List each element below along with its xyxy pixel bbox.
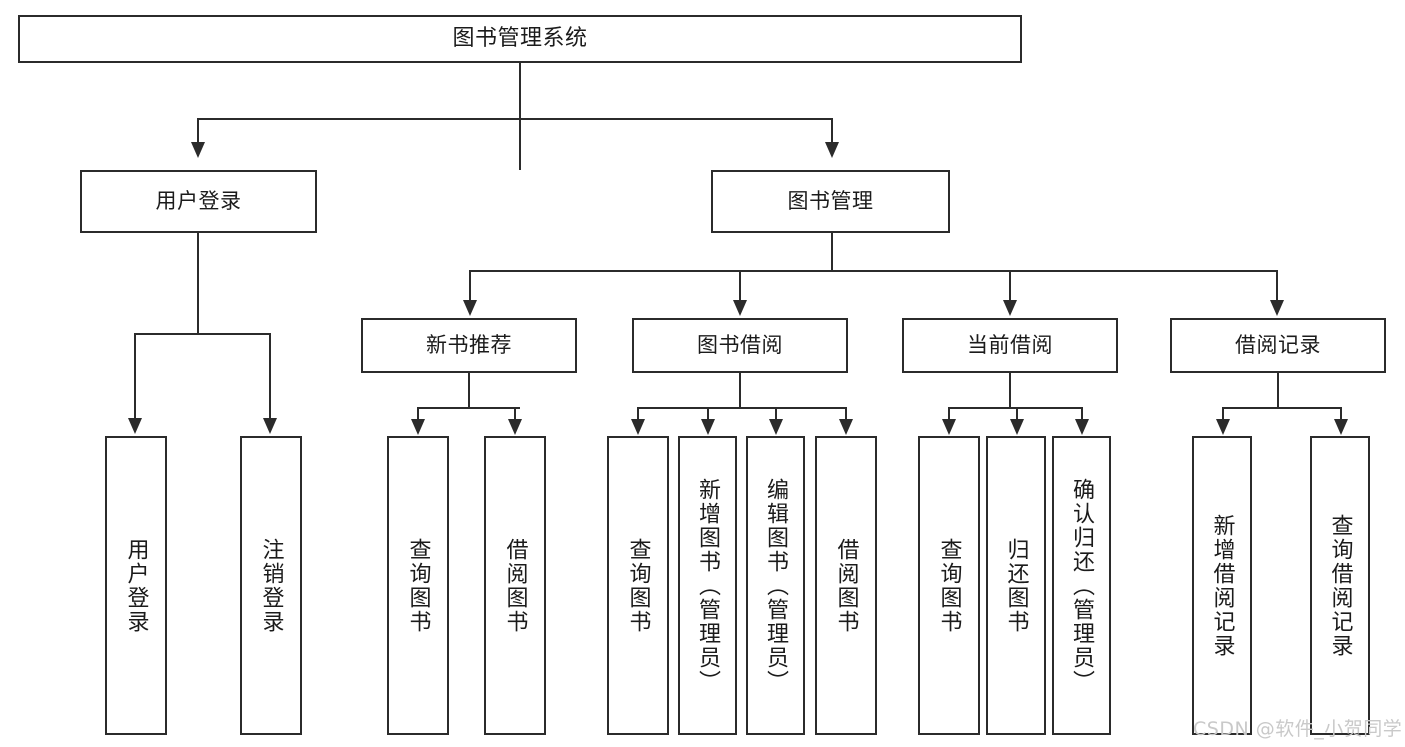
connector-current-borrow-bar — [948, 407, 1082, 409]
node-leaf-query-book-2-label: 查询图书 — [625, 537, 651, 634]
node-leaf-logout-login-label: 注销登录 — [258, 537, 284, 634]
arrow-to-leaf-borrow-book-2 — [839, 419, 853, 435]
arrow-to-leaf-logout-login — [263, 418, 277, 434]
node-leaf-confirm-return-label: 确认归还（管理员） — [1069, 477, 1095, 694]
node-leaf-query-record-label: 查询借阅记录 — [1327, 513, 1353, 658]
node-user-login[interactable]: 用户登录 — [80, 170, 317, 233]
node-leaf-logout-login[interactable]: 注销登录 — [240, 436, 302, 735]
arrow-to-leaf-query-book-3 — [942, 419, 956, 435]
node-leaf-borrow-book-2-label: 借阅图书 — [833, 537, 859, 634]
node-leaf-add-record[interactable]: 新增借阅记录 — [1192, 436, 1252, 735]
node-leaf-return-book[interactable]: 归还图书 — [986, 436, 1046, 735]
connector-drop-leaf-query-book-1 — [417, 407, 419, 421]
connector-drop-leaf-query-book-3 — [948, 407, 950, 421]
node-leaf-query-book-3-label: 查询图书 — [936, 537, 962, 634]
connector-drop-leaf-logout-login — [269, 333, 271, 420]
connector-user-login-bar — [134, 333, 269, 335]
node-leaf-edit-book-label: 编辑图书（管理员） — [763, 477, 789, 694]
connector-drop-leaf-edit-book — [775, 407, 777, 421]
connector-borrow-record-stem — [1277, 373, 1279, 408]
node-root-system-label: 图书管理系统 — [452, 26, 588, 52]
connector-current-borrow-stem — [1009, 373, 1011, 408]
node-leaf-query-book-1-label: 查询图书 — [405, 537, 431, 634]
node-leaf-user-login[interactable]: 用户登录 — [105, 436, 167, 735]
arrow-to-leaf-user-login — [128, 418, 142, 434]
connector-level1-bar — [197, 118, 833, 120]
connector-root-stem — [519, 63, 521, 170]
connector-drop-leaf-user-login — [134, 333, 136, 420]
connector-drop-leaf-query-record — [1340, 407, 1342, 421]
node-leaf-edit-book[interactable]: 编辑图书（管理员） — [746, 436, 805, 735]
connector-new-book-recommend-stem — [468, 373, 470, 408]
node-new-book-recommend[interactable]: 新书推荐 — [361, 318, 577, 373]
connector-drop-leaf-borrow-book-2 — [845, 407, 847, 421]
node-new-book-recommend-label: 新书推荐 — [426, 333, 512, 358]
node-leaf-query-book-2[interactable]: 查询图书 — [607, 436, 669, 735]
arrow-to-new-book-recommend — [463, 300, 477, 316]
node-leaf-query-book-3[interactable]: 查询图书 — [918, 436, 980, 735]
connector-drop-current-borrow — [1009, 270, 1011, 302]
arrow-to-borrow-record — [1270, 300, 1284, 316]
arrow-to-leaf-borrow-book-1 — [508, 419, 522, 435]
arrow-to-current-borrow — [1003, 300, 1017, 316]
connector-user-login-stem — [197, 233, 199, 334]
connector-level2-bar — [469, 270, 1278, 272]
arrow-to-leaf-query-record — [1334, 419, 1348, 435]
arrow-to-leaf-add-record — [1216, 419, 1230, 435]
connector-borrow-record-bar — [1222, 407, 1341, 409]
node-leaf-add-book-label: 新增图书（管理员） — [695, 477, 721, 694]
node-book-manage[interactable]: 图书管理 — [711, 170, 950, 233]
arrow-to-leaf-edit-book — [769, 419, 783, 435]
node-leaf-query-record[interactable]: 查询借阅记录 — [1310, 436, 1370, 735]
node-book-manage-label: 图书管理 — [787, 189, 874, 214]
node-current-borrow[interactable]: 当前借阅 — [902, 318, 1118, 373]
node-leaf-add-book[interactable]: 新增图书（管理员） — [678, 436, 737, 735]
node-leaf-query-book-1[interactable]: 查询图书 — [387, 436, 449, 735]
node-book-borrow-label: 图书借阅 — [697, 333, 783, 358]
connector-book-borrow-stem — [739, 373, 741, 408]
arrow-to-leaf-return-book — [1010, 419, 1024, 435]
node-book-borrow[interactable]: 图书借阅 — [632, 318, 848, 373]
connector-drop-leaf-add-record — [1222, 407, 1224, 421]
arrow-to-leaf-confirm-return — [1075, 419, 1089, 435]
node-leaf-user-login-label: 用户登录 — [123, 537, 149, 634]
connector-drop-leaf-borrow-book-1 — [514, 407, 516, 421]
node-current-borrow-label: 当前借阅 — [967, 333, 1053, 358]
node-root-system[interactable]: 图书管理系统 — [18, 15, 1022, 63]
connector-drop-leaf-confirm-return — [1081, 407, 1083, 421]
node-user-login-label: 用户登录 — [155, 189, 242, 214]
csdn-watermark: CSDN @软件_小贺同学 — [1193, 718, 1403, 740]
connector-drop-leaf-add-book — [707, 407, 709, 421]
node-leaf-return-book-label: 归还图书 — [1003, 537, 1029, 634]
connector-drop-new-book-recommend — [469, 270, 471, 302]
node-leaf-borrow-book-2[interactable]: 借阅图书 — [815, 436, 877, 735]
node-leaf-borrow-book-1-label: 借阅图书 — [502, 537, 528, 634]
connector-drop-leaf-return-book — [1016, 407, 1018, 421]
connector-level1-drop-book-manage — [831, 118, 833, 144]
arrow-to-leaf-add-book — [701, 419, 715, 435]
arrow-to-book-borrow — [733, 300, 747, 316]
connector-book-borrow-bar — [637, 407, 846, 409]
arrow-to-user-login — [191, 142, 205, 158]
arrow-to-book-manage — [825, 142, 839, 158]
node-leaf-borrow-book-1[interactable]: 借阅图书 — [484, 436, 546, 735]
arrow-to-leaf-query-book-2 — [631, 419, 645, 435]
arrow-to-leaf-query-book-1 — [411, 419, 425, 435]
node-leaf-confirm-return[interactable]: 确认归还（管理员） — [1052, 436, 1111, 735]
connector-level1-drop-user-login — [197, 118, 199, 144]
node-borrow-record-label: 借阅记录 — [1235, 333, 1321, 358]
connector-new-book-recommend-bar — [417, 407, 520, 409]
connector-book-manage-stem — [831, 233, 833, 271]
connector-drop-leaf-query-book-2 — [637, 407, 639, 421]
connector-drop-borrow-record — [1276, 270, 1278, 302]
connector-drop-book-borrow — [739, 270, 741, 302]
node-borrow-record[interactable]: 借阅记录 — [1170, 318, 1386, 373]
node-leaf-add-record-label: 新增借阅记录 — [1209, 513, 1235, 658]
